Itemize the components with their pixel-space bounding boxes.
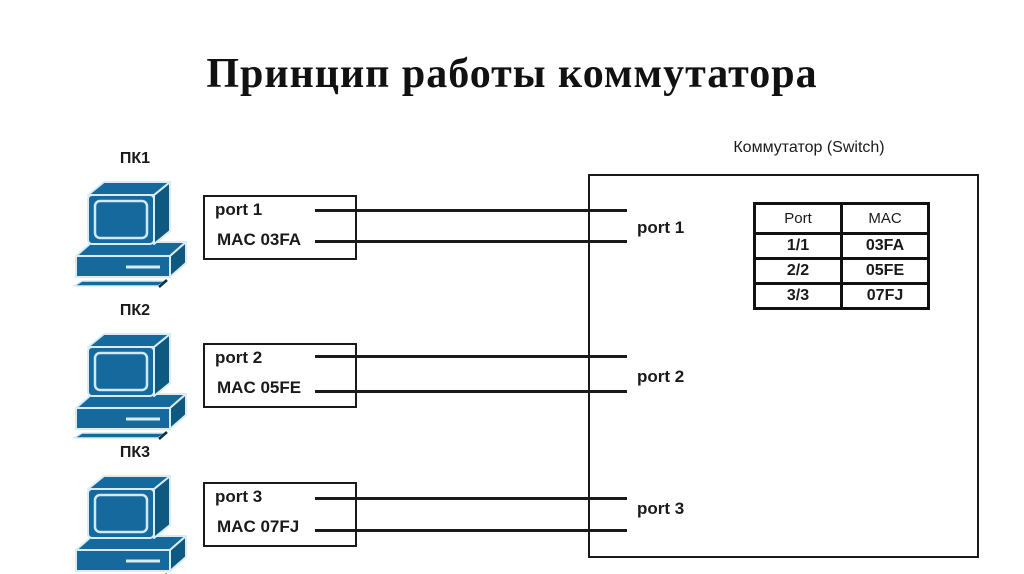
pc3-mac-label: MAC 07FJ [217,517,300,536]
wire-pc2-port [315,355,627,358]
computer-icon [73,333,187,440]
table-header-row: Port MAC [753,202,930,235]
wire-pc3-mac [315,529,627,532]
table-cell-port: 2/2 [753,257,843,285]
pc1-mac-label: MAC 03FA [217,230,302,249]
switch-port1-label: port 1 [637,218,685,237]
pc3-label: ПК3 [119,444,151,461]
table-row: 1/1 03FA [753,232,930,260]
table-cell-port: 3/3 [753,282,843,310]
switch-port2-label: port 2 [637,367,685,386]
pc1-label: ПК1 [119,150,151,167]
table-cell-port: 1/1 [753,232,843,260]
switch-port3-label: port 3 [637,499,685,518]
pc2-group: ПК2 [73,302,197,440]
table-row: 2/2 05FE [753,257,930,285]
wire-pc1-mac [315,240,627,243]
table-cell-mac: 05FE [840,257,930,285]
pc1-group: ПК1 [73,150,197,288]
wire-pc1-port [315,209,627,212]
switch-title: Коммутатор (Switch) [733,139,885,156]
pc1-port-label: port 1 [215,200,263,219]
table-row: 3/3 07FJ [753,282,930,310]
pc1-info-box: port 1 MAC 03FA [203,195,357,260]
pc3-info-box: port 3 MAC 07FJ [203,482,357,547]
wire-pc2-mac [315,390,627,393]
computer-icon [75,475,187,574]
switch-box [588,174,979,558]
pc2-mac-label: MAC 05FE [217,378,302,397]
pc3-port-label: port 3 [215,487,263,506]
table-header-mac: MAC [840,202,930,235]
mac-address-table: Port MAC 1/1 03FA 2/2 05FE 3/3 07FJ [753,202,930,310]
table-header-port: Port [753,202,843,235]
pc2-label: ПК2 [119,302,151,319]
table-cell-mac: 03FA [840,232,930,260]
pc2-info-box: port 2 MAC 05FE [203,343,357,408]
pc2-port-label: port 2 [215,348,263,367]
wire-pc3-port [315,497,627,500]
page-title: Принцип работы коммутатора [206,51,818,97]
computer-icon [73,181,187,288]
table-cell-mac: 07FJ [840,282,930,310]
pc3-group: ПК3 [73,444,197,574]
